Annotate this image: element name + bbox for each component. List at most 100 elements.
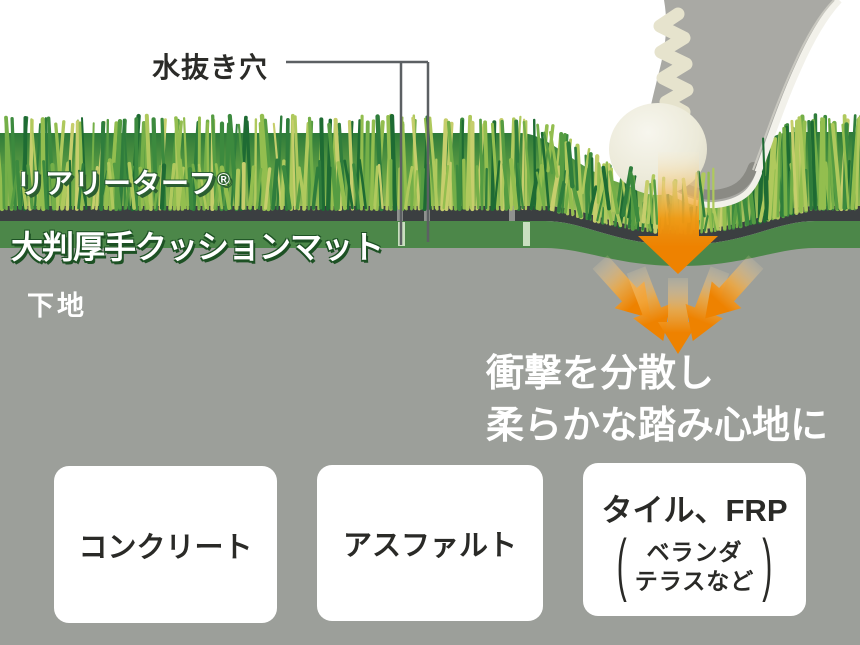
grass-blade <box>468 161 472 210</box>
grass-blade <box>364 120 370 211</box>
grass-blade <box>271 158 280 211</box>
shoe-tread-zigzag <box>653 7 694 119</box>
grass-blade <box>653 179 659 225</box>
grass-blade <box>790 119 798 214</box>
grass-blade <box>10 117 18 211</box>
dispersion-arrow <box>705 255 764 319</box>
surface-label: コンクリート <box>78 531 253 564</box>
grass-blade <box>830 123 843 210</box>
grass-blade <box>828 123 839 210</box>
grass-blade <box>343 159 354 210</box>
grass-blade <box>197 163 208 210</box>
impact-caption: 衝撃を分散し 柔らかな踏み心地に <box>486 348 828 452</box>
grass-blade <box>585 152 593 199</box>
grass-blade <box>159 163 167 211</box>
grass-blade <box>697 170 706 218</box>
grass-blade <box>291 119 296 211</box>
grass-blade <box>319 117 326 211</box>
grass-blade <box>248 165 256 210</box>
grass-blade <box>807 120 813 211</box>
grass-blade <box>42 160 48 210</box>
grass-blade <box>297 166 307 210</box>
grass-blade <box>91 166 99 210</box>
turf-product-label: リアリーターフ® <box>16 162 231 202</box>
dispersion-arrow <box>685 266 730 341</box>
grass-blade <box>508 158 519 211</box>
grass-blade <box>255 167 263 210</box>
grass-blade <box>596 162 601 204</box>
dispersion-arrow <box>658 278 698 354</box>
surface-label: タイル、FRP <box>601 493 788 528</box>
grass-blade <box>377 163 384 210</box>
grass-blade <box>78 169 88 210</box>
paren-open: ( <box>616 527 627 604</box>
grass-blade <box>0 151 5 212</box>
grass-blade <box>608 170 620 215</box>
grass-blade <box>352 163 361 210</box>
grass-blade <box>327 166 332 210</box>
grass-blade <box>411 116 421 211</box>
surface-label: アスファルト <box>342 530 517 562</box>
grass-blade <box>397 167 401 210</box>
grass-blade <box>234 168 241 210</box>
dispersion-arrow <box>592 255 651 319</box>
grass-blade <box>490 122 499 211</box>
grass-blade <box>33 123 42 211</box>
grass-blade <box>219 165 232 210</box>
grass-blade <box>122 118 131 210</box>
grass-blade <box>776 131 782 218</box>
grass-blade <box>15 159 22 210</box>
grass-blade <box>571 184 583 219</box>
grass-blade <box>567 179 575 216</box>
impact-arrows <box>592 152 764 354</box>
grass-blade <box>241 162 246 210</box>
grass-blade <box>75 120 80 211</box>
cushion-mat-band <box>0 221 860 266</box>
grass-blade <box>549 131 559 178</box>
grass-blade <box>641 179 650 224</box>
dispersion-arrows <box>592 255 764 354</box>
grass-blade <box>649 183 654 225</box>
grass-blade <box>475 165 480 210</box>
grass-blade <box>127 161 136 210</box>
surface-box-concrete: コンクリート <box>54 466 277 623</box>
grass-blade <box>276 115 283 211</box>
grass-blade <box>628 171 640 223</box>
grass-blade <box>112 162 122 210</box>
grass-blade <box>60 161 71 211</box>
grass-blade <box>440 118 449 212</box>
grass-blade <box>68 159 72 210</box>
grass-blade <box>183 117 189 211</box>
grass-blade <box>263 167 272 210</box>
grass-blade <box>455 164 460 210</box>
shoe-side-stripe <box>754 0 842 174</box>
grass-blade <box>419 167 425 210</box>
grass-blades-front <box>543 116 860 226</box>
surface-box-tile-frp: タイル、FRP ( ベランダ テラスなど ) <box>583 463 806 616</box>
turf-product-name: リアリーターフ <box>16 168 218 199</box>
grass-blade <box>107 161 115 210</box>
impact-caption-line1: 衝撃を分散し <box>486 353 715 395</box>
grass-blade <box>549 165 562 212</box>
grass-blade <box>327 122 338 211</box>
grass-blade <box>587 185 598 220</box>
grass-blade <box>765 175 770 221</box>
grass-blade <box>174 116 185 211</box>
grass-blade <box>254 118 258 211</box>
grass-blade <box>19 170 28 210</box>
impact-arrow-main <box>638 152 718 274</box>
grass-blade <box>841 123 850 210</box>
registered-mark: ® <box>217 170 231 189</box>
grass-blade <box>153 164 162 210</box>
grass-blade <box>214 163 224 210</box>
grass-blade <box>44 117 50 211</box>
cushion-mat-label: 大判厚手クッションマット <box>11 229 384 265</box>
grass-blade <box>484 167 488 210</box>
grass-blade <box>446 120 458 211</box>
grass-blade <box>90 122 95 210</box>
grass-blade <box>179 158 187 210</box>
grass-blade <box>493 160 501 210</box>
grass-blade <box>540 131 551 211</box>
